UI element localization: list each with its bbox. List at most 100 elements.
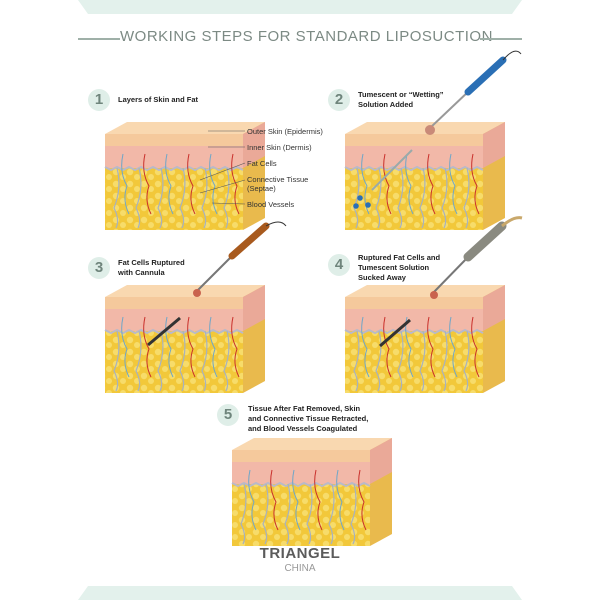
page-title: WORKING STEPS FOR STANDARD LIPOSUCTION xyxy=(120,28,493,45)
artery xyxy=(231,153,240,215)
septae-strand xyxy=(284,483,291,545)
artery xyxy=(187,153,196,215)
septae-strand xyxy=(419,167,426,229)
fat-layer xyxy=(105,331,243,393)
artery xyxy=(143,316,152,378)
dermis-layer xyxy=(345,309,483,331)
septae-strand xyxy=(419,330,426,392)
fat-layer xyxy=(232,484,370,546)
step-3-number: 3 xyxy=(88,257,110,279)
septae-strand xyxy=(113,330,120,392)
vein xyxy=(405,153,414,215)
suction-cannula-step-4 xyxy=(432,216,523,294)
bottom-decorative-band xyxy=(0,586,600,600)
septae-strand xyxy=(223,167,230,229)
artery xyxy=(383,153,392,215)
label-fat-cells: Fat Cells xyxy=(247,159,277,168)
step-2-title: Tumescent or “Wetting” Solution Added xyxy=(358,90,444,110)
dermis-side-face xyxy=(243,122,265,168)
vein xyxy=(165,316,174,378)
step-3-title: Fat Cells Ruptured with Cannula xyxy=(118,258,185,278)
skin-block-step-3 xyxy=(104,285,265,393)
vein xyxy=(405,316,414,378)
artery xyxy=(231,316,240,378)
artery xyxy=(427,153,436,215)
septae-strand xyxy=(179,167,186,229)
epidermis-layer xyxy=(345,297,483,309)
step-3-title-line: with Cannula xyxy=(118,268,165,277)
septae-strand xyxy=(397,330,404,392)
step-1-title: Layers of Skin and Fat xyxy=(118,95,198,105)
septae-strand xyxy=(375,167,382,229)
epidermis-layer xyxy=(105,134,243,146)
dermis-layer xyxy=(105,309,243,331)
step-5-title-line: and Connective Tissue Retracted, xyxy=(248,414,369,423)
vein xyxy=(292,469,301,531)
step-1-number: 1 xyxy=(88,89,110,111)
dermis-fat-boundary xyxy=(344,165,484,172)
skin-block-step-2 xyxy=(344,122,505,230)
artery xyxy=(314,469,323,531)
septae-strand xyxy=(353,167,360,229)
vein xyxy=(361,316,370,378)
vein xyxy=(449,153,458,215)
dermis-fat-boundary xyxy=(344,328,484,335)
dermis-fat-boundary xyxy=(104,165,244,172)
title-rule-right xyxy=(480,38,522,40)
dermis-layer xyxy=(345,146,483,168)
artery xyxy=(471,153,480,215)
cannula-tip xyxy=(147,316,181,347)
skin-block-step-5 xyxy=(231,438,392,546)
artery xyxy=(143,153,152,215)
artery xyxy=(187,316,196,378)
vein xyxy=(336,469,345,531)
epidermis-top-face xyxy=(345,285,505,297)
septae-strand xyxy=(306,483,313,545)
septae-strand xyxy=(441,330,448,392)
septae-strand xyxy=(353,330,360,392)
injection-site xyxy=(425,125,435,135)
vein xyxy=(248,469,257,531)
brand-logo-sub: CHINA xyxy=(284,563,316,574)
step-4-title: Ruptured Fat Cells and Tumescent Solutio… xyxy=(358,253,440,283)
step-1-title-line: Layers of Skin and Fat xyxy=(118,95,199,104)
step-2-title-line: Tumescent or “Wetting” xyxy=(358,90,444,99)
dermis-layer xyxy=(105,146,243,168)
dermis-side-face xyxy=(243,285,265,331)
septae-strand xyxy=(201,167,208,229)
dermis-side-face xyxy=(483,285,505,331)
incision-site xyxy=(430,291,438,299)
septae-strand xyxy=(113,167,120,229)
dermis-side-face xyxy=(370,438,392,484)
artery xyxy=(270,469,279,531)
vein xyxy=(121,153,130,215)
step-5-number: 5 xyxy=(217,404,239,426)
septae-strand xyxy=(240,483,247,545)
septae-strand xyxy=(463,330,470,392)
septae-strand xyxy=(328,483,335,545)
vein xyxy=(209,316,218,378)
epidermis-top-face xyxy=(232,438,392,450)
dermis-fat-boundary xyxy=(104,328,244,335)
septae-strand xyxy=(179,330,186,392)
septae-strand xyxy=(223,330,230,392)
step-5-title-line: Tissue After Fat Removed, Skin xyxy=(248,404,361,413)
vein xyxy=(165,153,174,215)
brand-logo-name: TRIANGEL xyxy=(259,545,341,562)
skin-block-step-1 xyxy=(104,122,265,230)
septae-strand xyxy=(135,330,142,392)
title-rule-left xyxy=(78,38,120,40)
step-5-title: Tissue After Fat Removed, Skin and Conne… xyxy=(248,404,368,434)
step-4-number: 4 xyxy=(328,254,350,276)
label-leader-lines xyxy=(199,130,246,205)
dermis-fat-boundary xyxy=(231,481,371,488)
top-decorative-band xyxy=(0,0,600,14)
artery xyxy=(471,316,480,378)
vein xyxy=(121,316,130,378)
title-bar: WORKING STEPS FOR STANDARD LIPOSUCTION xyxy=(0,28,600,50)
fat-layer xyxy=(105,168,243,230)
septae-strand xyxy=(463,167,470,229)
septae-strand xyxy=(350,483,357,545)
artery xyxy=(383,316,392,378)
